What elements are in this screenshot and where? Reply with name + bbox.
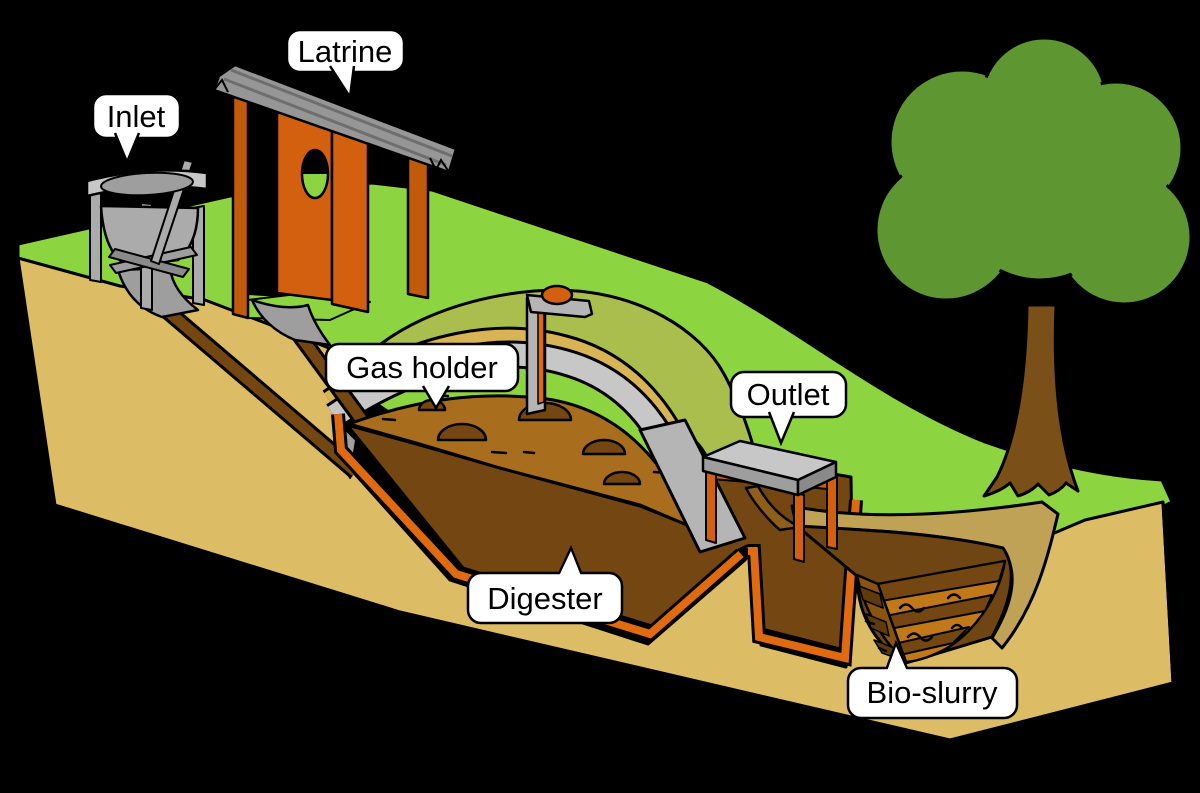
digester-pit (331, 394, 863, 667)
tree-trunk (982, 303, 1080, 498)
hole-opening-top (302, 150, 328, 174)
tank-leg (89, 187, 102, 283)
label-bubble (324, 342, 520, 393)
squiggle (946, 593, 962, 600)
label-gas-holder: Gas holder (324, 342, 520, 411)
tree-foliage-fill (879, 41, 1188, 301)
latrine-chute (250, 298, 332, 347)
outlet-leg (826, 474, 838, 550)
label-pointer (328, 65, 356, 101)
bubble (602, 470, 642, 486)
pit-lining (334, 413, 744, 639)
label-outlet: Outlet (729, 370, 848, 447)
gas-pipe-stripe (537, 305, 545, 405)
label-pointer (767, 411, 796, 447)
roof-jag (213, 78, 229, 93)
bubble-dash (522, 450, 536, 455)
latrine-post-right (406, 150, 430, 300)
bubble-dash (490, 450, 508, 455)
label-bubble (846, 666, 1019, 720)
right-face-crease (1161, 501, 1175, 685)
label-pointer-fill (559, 551, 581, 576)
outlet-box (701, 439, 838, 563)
outlet-slab-front-right (796, 460, 838, 497)
outlet-leg (705, 468, 717, 544)
squiggle (906, 632, 934, 642)
tank-bowl (100, 171, 194, 197)
label-text: Inlet (107, 99, 166, 134)
latrine-post-left (231, 78, 250, 320)
latrine-hut (212, 63, 458, 347)
bubble-dash (381, 417, 397, 422)
label-latrine: Latrine (285, 28, 406, 101)
roof-jag (429, 157, 450, 173)
roof-ridge (230, 68, 453, 158)
label-text: Outlet (747, 377, 830, 412)
bio-slurry-pit (855, 559, 1007, 664)
bubble (581, 438, 627, 456)
label-text: Latrine (298, 34, 393, 69)
outlet-leg (793, 492, 805, 563)
outlet-chamber-lining (748, 499, 860, 664)
mixer-paddle (108, 248, 190, 278)
latrine-hole (300, 148, 330, 200)
label-inlet: Inlet (91, 92, 182, 166)
roof-ridge (223, 77, 447, 167)
hole-outline (300, 148, 330, 200)
dome-shell-chute (638, 418, 747, 554)
callout-labels: Inlet Latrine Gas holder Outlet Digester (91, 28, 1019, 720)
label-text: Bio-slurry (867, 675, 998, 710)
tree (874, 36, 1193, 498)
squiggle (950, 623, 964, 630)
label-pointer (113, 132, 141, 166)
inlet-pipe (148, 293, 360, 477)
label-pointer-fill (887, 647, 907, 671)
squiggle (877, 646, 888, 653)
bio-slurry-area (744, 484, 1060, 665)
inlet-tank (85, 159, 209, 319)
inlet-chute (116, 266, 200, 319)
pit-squiggles (864, 593, 964, 653)
foliage-fill (955, 107, 1125, 277)
squiggle (898, 603, 926, 613)
label-bio-slurry: Bio-slurry (846, 639, 1019, 720)
gas-pipe (525, 284, 594, 416)
label-pointer (421, 385, 451, 411)
squiggle (864, 619, 876, 626)
outlet-stream (744, 484, 802, 532)
bubble (436, 422, 488, 442)
gas-valve-knob (540, 284, 574, 306)
label-bubble (466, 571, 624, 625)
label-text: Gas holder (346, 350, 498, 385)
pit-left-stripe (858, 585, 884, 609)
label-digester: Digester (466, 544, 624, 625)
label-text: Digester (487, 581, 602, 616)
